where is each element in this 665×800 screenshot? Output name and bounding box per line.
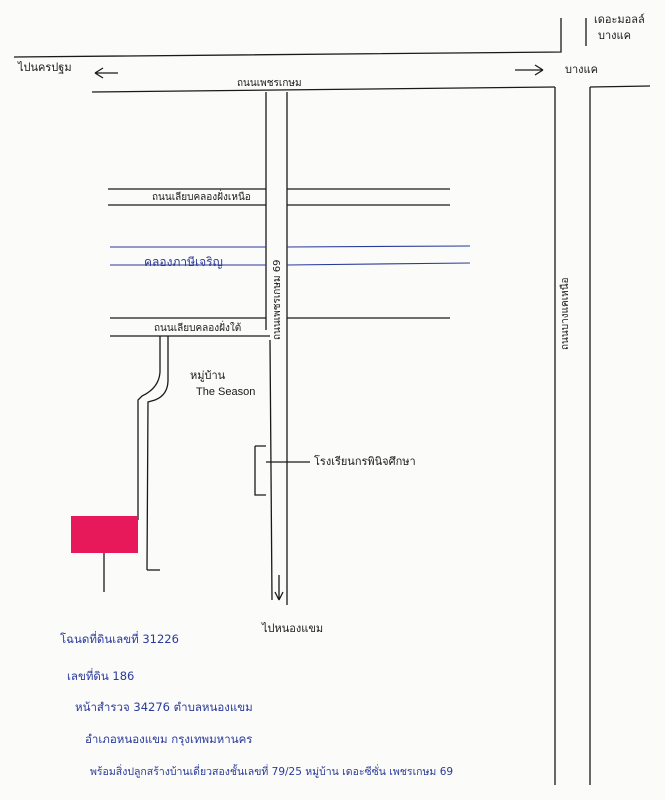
school-label: โรงเรียนกรพินิจศึกษา [314, 455, 416, 468]
note-line-1: โฉนดที่ดินเลขที่ 31226 [60, 632, 179, 646]
property-marker [71, 516, 138, 553]
note-line-5: พร้อมสิ่งปลูกสร้างบ้านเดี่ยวสองชั้นเลขที… [90, 766, 454, 778]
top-right-box-line1: เดอะมอลล์ [594, 13, 645, 26]
main-road-label: ถนนเพชรเกษม [237, 78, 302, 89]
note-line-2: เลขที่ดิน 186 [67, 669, 135, 683]
lane-right-edge [146, 336, 169, 571]
soi-label: ถนนเพชรเกษม 69 [272, 259, 283, 340]
main-road-lower-edge [91, 86, 556, 93]
note-line-4: อำเภอหนองแขม กรุงเทพมหานคร [85, 732, 253, 746]
note-line-3: หน้าสำรวจ 34276 ตำบลหนองแขม [75, 700, 253, 714]
to-left-label: ไปนครปฐม [18, 61, 72, 74]
road-upper-label: ถนนเลียบคลองฝั่งเหนือ [152, 192, 251, 203]
lane-left-edge [137, 336, 161, 520]
arrow-down-icon [274, 575, 284, 601]
arrow-left-icon [94, 67, 118, 79]
village-label-line1: หมู่บ้าน [190, 369, 226, 382]
right-vertical-road-label: ถนนบางแคเหนือ [560, 277, 571, 350]
arrow-right-icon [515, 64, 544, 76]
canal-line-top [110, 245, 471, 248]
to-bottom-label: ไปหนองแขม [262, 622, 324, 635]
village-label-line2: The Season [196, 386, 256, 398]
top-right-box-line2: บางแค [598, 29, 631, 42]
road-top-line [13, 18, 562, 58]
canal-label: คลองภาษีเจริญ [144, 255, 223, 269]
main-road-right-stub [589, 85, 651, 88]
soi-left-edge-lower [269, 339, 273, 601]
to-right-label: บางแค [565, 63, 598, 76]
road-lower-label: ถนนเลียบคลองฝั่งใต้ [154, 323, 242, 334]
school-bracket [254, 445, 266, 496]
canal-line-bottom [110, 262, 471, 266]
